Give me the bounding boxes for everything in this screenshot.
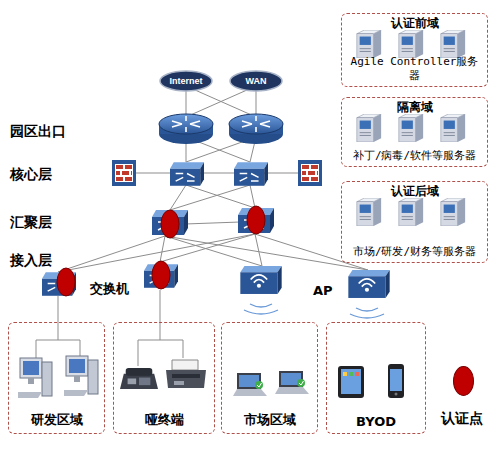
node-title: 认证后域 — [342, 183, 487, 200]
domain-box: 隔离域补丁/病毒/软件等服务器 — [341, 97, 488, 167]
internet-cloud: Internet — [159, 70, 213, 92]
node-title: 研发区域 — [9, 411, 104, 429]
area-box: 哑终端 — [113, 322, 215, 434]
legend-text: 认证点 — [441, 410, 483, 428]
domain-box: 认证后域市场/研发/财务等服务器 — [341, 181, 488, 263]
layer-label: 园区出口 — [10, 123, 66, 141]
node-body: 补丁/病毒/软件等服务器 — [346, 149, 483, 163]
legend-swatch — [453, 366, 474, 396]
layer-label: 接入层 — [10, 252, 52, 270]
node-body: Agile Controller服务器 — [346, 55, 483, 83]
node-title: WAN — [229, 76, 283, 86]
node-body: 市场/研发/财务等服务器 — [346, 245, 483, 259]
node-title: Internet — [159, 76, 213, 86]
area-box: BYOD — [326, 322, 426, 434]
node-title: 哑终端 — [114, 411, 214, 429]
device-label: AP — [313, 283, 333, 298]
cloud-outline — [230, 71, 282, 91]
layer-label: 核心层 — [10, 166, 52, 184]
area-box: 市场区域 — [221, 322, 318, 434]
device-label: 交换机 — [90, 280, 129, 298]
layer-label: 汇聚层 — [10, 214, 52, 232]
wan-cloud: WAN — [229, 70, 283, 92]
node-title: 市场区域 — [222, 411, 317, 429]
domain-box: 认证前域 Agile Controller服务器 — [341, 13, 488, 87]
area-box: 研发区域 — [8, 322, 105, 434]
node-title: 隔离域 — [342, 99, 487, 116]
node-title: BYOD — [327, 414, 425, 429]
node-title: 认证前域 — [342, 15, 487, 32]
cloud-outline — [160, 71, 212, 91]
